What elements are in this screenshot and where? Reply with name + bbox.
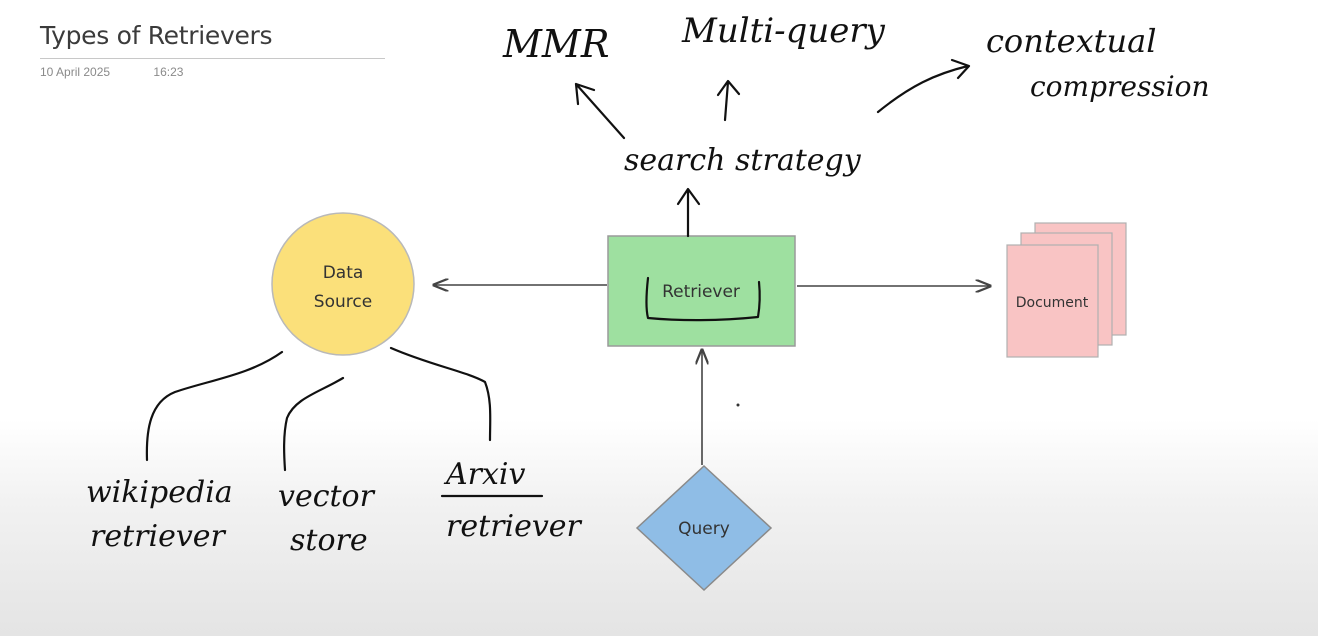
strategy-mmr: MMR xyxy=(502,22,609,66)
source-vector-line1: vector xyxy=(278,479,376,514)
page-header: Types of Retrievers 10 April 2025 16:23 xyxy=(40,18,385,79)
search-strategy-text: search strategy xyxy=(624,143,862,178)
page-title: Types of Retrievers xyxy=(40,21,273,50)
ink-arrow-to-mmr xyxy=(574,82,626,140)
source-wikipedia-line2: retriever xyxy=(90,519,227,554)
source-arxiv-line2: retriever xyxy=(446,509,583,544)
data-source-node: Data Source xyxy=(271,212,415,356)
source-arxiv-line1: Arxiv xyxy=(443,457,526,492)
ink-line-to-wikipedia xyxy=(145,350,284,462)
ink-line-to-arxiv xyxy=(389,346,492,442)
retriever-label: Retriever xyxy=(662,282,740,302)
strategy-compression: compression xyxy=(1030,70,1210,103)
source-wikipedia-line1: wikipedia xyxy=(86,475,233,510)
ink-line-to-vector-store xyxy=(283,376,345,472)
data-source-label-line1: Data xyxy=(323,263,364,283)
document-node: Document xyxy=(1006,222,1127,358)
ink-dot xyxy=(736,403,740,407)
page-time: 16:23 xyxy=(153,65,184,79)
data-source-label-line2: Source xyxy=(314,292,372,312)
page-meta: 10 April 2025 16:23 xyxy=(40,65,385,79)
query-label: Query xyxy=(678,519,730,539)
strategy-multiquery: Multi-query xyxy=(681,11,886,51)
source-vector-line2: store xyxy=(290,523,368,558)
ink-arrow-to-multiquery xyxy=(716,79,741,122)
page-date: 10 April 2025 xyxy=(40,65,111,79)
ink-arrow-to-contextual xyxy=(876,58,971,114)
title-divider xyxy=(40,58,385,59)
retriever-underline-sketch xyxy=(645,276,761,322)
retriever-node: Retriever xyxy=(607,235,796,347)
query-node: Query xyxy=(635,464,773,592)
ink-arrow-retriever-up xyxy=(676,187,701,238)
document-label: Document xyxy=(1016,295,1089,311)
strategy-contextual: contextual xyxy=(986,22,1156,60)
